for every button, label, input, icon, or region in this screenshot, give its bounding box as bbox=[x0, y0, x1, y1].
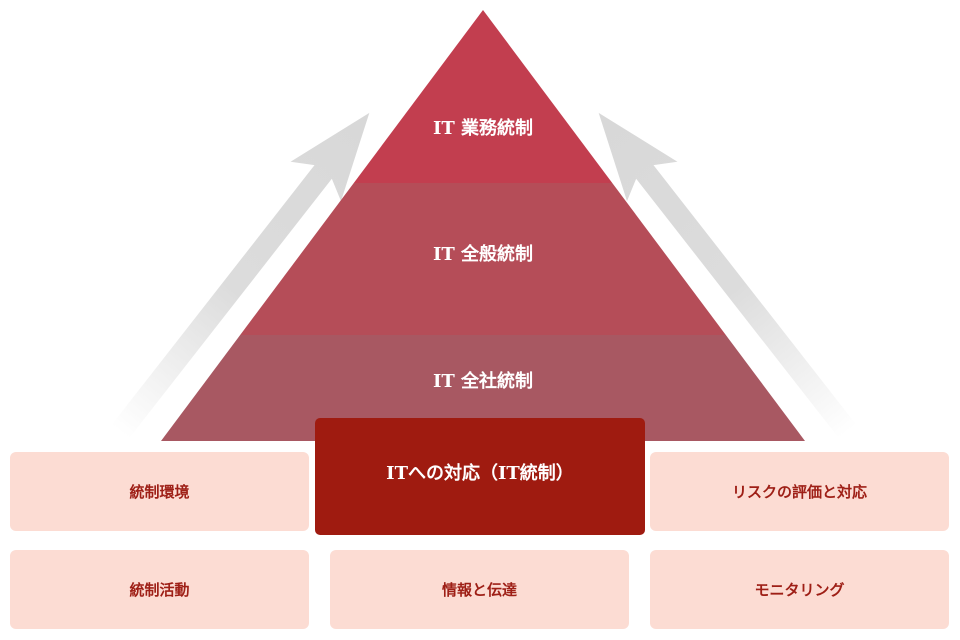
component-label: リスクの評価と対応 bbox=[731, 483, 867, 501]
right-up-arrow-icon bbox=[598, 112, 857, 439]
level-label-entity-control: IT 全社統制 bbox=[432, 371, 534, 392]
component-label: 統制環境 bbox=[129, 483, 190, 501]
core-label: ITへの対応（IT統制） bbox=[386, 462, 574, 484]
component-control-environment: 統制環境 bbox=[10, 452, 309, 531]
component-label: モニタリング bbox=[754, 581, 845, 599]
component-label: 統制活動 bbox=[129, 581, 190, 599]
component-control-activities: 統制活動 bbox=[10, 550, 309, 629]
level-label-general-control: IT 全般統制 bbox=[432, 244, 534, 265]
pyramid-level-top bbox=[161, 10, 805, 183]
component-monitoring: モニタリング bbox=[650, 550, 949, 629]
left-up-arrow-icon bbox=[111, 112, 370, 439]
component-information-communication: 情報と伝達 bbox=[330, 550, 629, 629]
component-risk-assessment: リスクの評価と対応 bbox=[650, 452, 949, 531]
core-it-response: ITへの対応（IT統制） bbox=[315, 418, 645, 535]
component-label: 情報と伝達 bbox=[441, 581, 517, 599]
level-label-business-control: IT 業務統制 bbox=[432, 118, 534, 139]
